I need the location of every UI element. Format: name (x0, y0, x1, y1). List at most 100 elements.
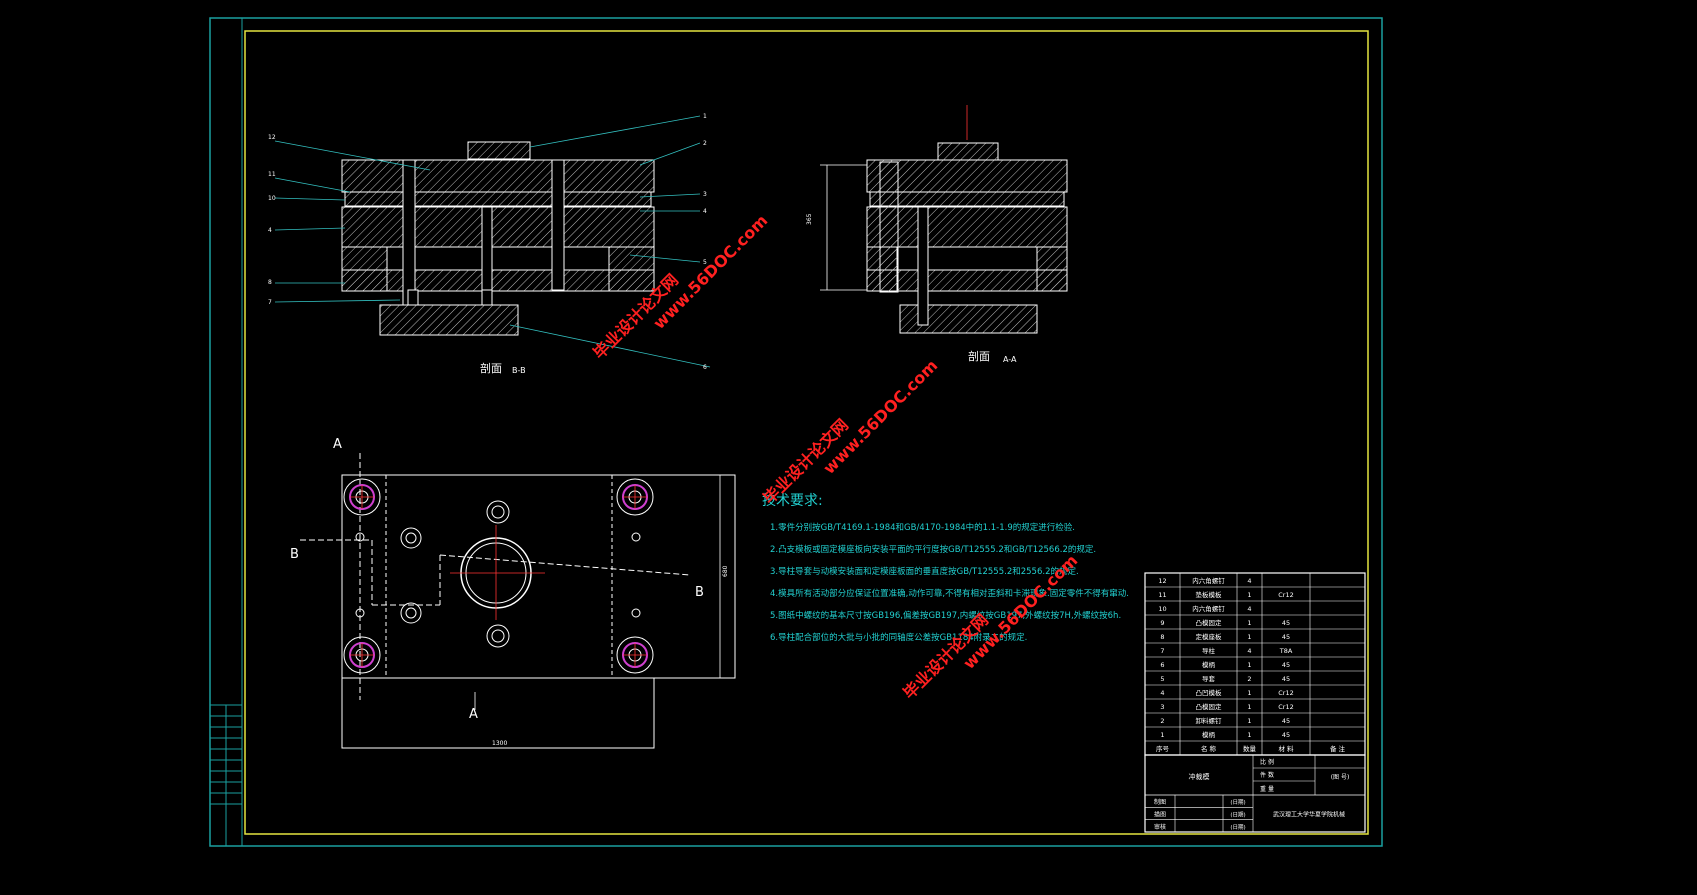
tech-item-5: 5.图纸中螺纹的基本尺寸按GB196,偏差按GB197,内螺纹按GB197,外螺… (770, 610, 1121, 621)
balloon-3: 3 (703, 191, 707, 198)
screw-mid2 (407, 289, 419, 306)
aa-die-plate (866, 206, 1068, 248)
bom-outline (1144, 572, 1366, 756)
title-row-label: 制图 (1154, 798, 1166, 806)
bom-material: 45 (1282, 717, 1290, 725)
left-ticks (210, 704, 242, 846)
bom-header-cell: 序号 (1156, 744, 1170, 753)
bom-name: 垫板模板 (1196, 590, 1223, 599)
bom-name: 模柄 (1202, 730, 1216, 739)
bom-no: 2 (1160, 717, 1164, 725)
aa-upper-plate (866, 159, 1068, 193)
bom-material: T8A (1279, 647, 1293, 655)
bom-no: 12 (1158, 577, 1166, 585)
bom-qty: 1 (1247, 591, 1251, 599)
bom-qty: 1 (1247, 717, 1251, 725)
bom-name: 内六角螺钉 (1192, 604, 1225, 613)
plan-bolts (343, 478, 654, 674)
mark-a-bottom: A (469, 707, 478, 722)
bom-name: 凸模固定 (1196, 702, 1223, 711)
aa-dimension (820, 105, 968, 291)
tech-items: 1.零件分别按GB/T4169.1-1984和GB/4170-1984中的1.1… (770, 522, 1129, 643)
bom-no: 8 (1160, 633, 1164, 641)
bom-material: 45 (1282, 633, 1290, 641)
section-bb-id: B-B (512, 366, 526, 375)
balloon-7: 7 (268, 299, 272, 306)
bom-qty: 1 (1247, 731, 1251, 739)
aa-shank (937, 142, 999, 161)
aa-pin (917, 206, 929, 326)
balloon-8: 8 (268, 279, 272, 286)
bom-material: 45 (1282, 661, 1290, 669)
section-bb-balloons: 1 2 3 4 5 6 12 11 10 4 8 7 (268, 113, 707, 371)
plan-height-dim: 680 (722, 565, 729, 577)
balloon-4: 4 (703, 208, 707, 215)
balloon-10: 10 (268, 195, 276, 202)
plan-dimensions (342, 475, 721, 749)
section-aa-label: 剖面 (968, 349, 990, 363)
bom-header-cell: 名 称 (1201, 744, 1217, 753)
bom-qty: 1 (1247, 633, 1251, 641)
bom-no: 6 (1160, 661, 1164, 669)
tech-item-3: 3.导柱导套与动模安装面和定模座板面的垂直度按GB/T12555.2和2556.… (770, 566, 1079, 577)
balloon-6: 6 (703, 364, 707, 371)
inner-frame (244, 30, 1369, 835)
bom-material: Cr12 (1278, 703, 1293, 711)
bom-qty: 2 (1247, 675, 1251, 683)
bom-qty: 1 (1247, 703, 1251, 711)
bom-material: 45 (1282, 731, 1290, 739)
title-date-label: (日期) (1230, 799, 1245, 806)
section-aa-view (866, 142, 1068, 334)
plan-width-dim: 1300 (492, 740, 507, 747)
guide-left (402, 159, 416, 306)
guide-right (551, 159, 565, 291)
bom-header-cell: 数量 (1243, 744, 1257, 753)
base-plate (379, 304, 519, 336)
section-aa-id: A-A (1003, 355, 1017, 364)
school-name: 武汉理工大学华夏学院机械 (1273, 811, 1345, 819)
mark-a-top: A (333, 437, 342, 452)
die-shank (467, 141, 531, 160)
bom-qty: 1 (1247, 689, 1251, 697)
balloon-1: 1 (703, 113, 707, 120)
screw-mid3 (481, 289, 493, 306)
bom-material: 45 (1282, 619, 1290, 627)
die-plate (341, 206, 655, 248)
tech-item-6: 6.导柱配合部位的大批与小批的同轴度公差按GB1184附录二的规定. (770, 632, 1027, 643)
tech-item-1: 1.零件分别按GB/T4169.1-1984和GB/4170-1984中的1.1… (770, 522, 1075, 533)
section-bb-leaders (274, 115, 711, 368)
bom-no: 5 (1160, 675, 1164, 683)
bom-header-cell: 备 注 (1330, 744, 1346, 753)
bom-qty: 1 (1247, 661, 1251, 669)
bom-no: 10 (1158, 605, 1166, 613)
title-date-label: (日期) (1230, 824, 1245, 831)
title-row-label: 审核 (1154, 823, 1166, 831)
bom-qty: 4 (1247, 647, 1251, 655)
sheet-label: (图 号) (1331, 774, 1350, 781)
bom-qty: 4 (1247, 577, 1251, 585)
bom-no: 4 (1160, 689, 1164, 697)
title-date-label: (日期) (1230, 812, 1245, 819)
plan-lower-edge (341, 677, 655, 749)
section-bb-label: 剖面 (480, 361, 502, 375)
bom-name: 内六角螺钉 (1192, 576, 1225, 585)
bom-no: 1 (1160, 731, 1164, 739)
bom-name: 定模座板 (1196, 632, 1223, 641)
bom-no: 9 (1160, 619, 1164, 627)
bom-material: 45 (1282, 675, 1290, 683)
section-bb-view (341, 141, 655, 336)
count-label: 件 数 (1260, 771, 1274, 779)
tech-item-4: 4.模具所有活动部分应保证位置准确,动作可靠,不得有相对歪斜和卡滞现象.固定零件… (770, 588, 1129, 599)
bom-no: 11 (1158, 591, 1166, 599)
bom-name: 凸凹模板 (1196, 688, 1223, 697)
bom-name: 凸模固定 (1196, 618, 1223, 627)
scale-label: 比 例 (1260, 758, 1274, 766)
lower-plate-mid (341, 269, 655, 292)
balloon-11: 11 (268, 171, 276, 178)
bom-qty: 4 (1247, 605, 1251, 613)
aa-lower-mid (866, 269, 1068, 292)
